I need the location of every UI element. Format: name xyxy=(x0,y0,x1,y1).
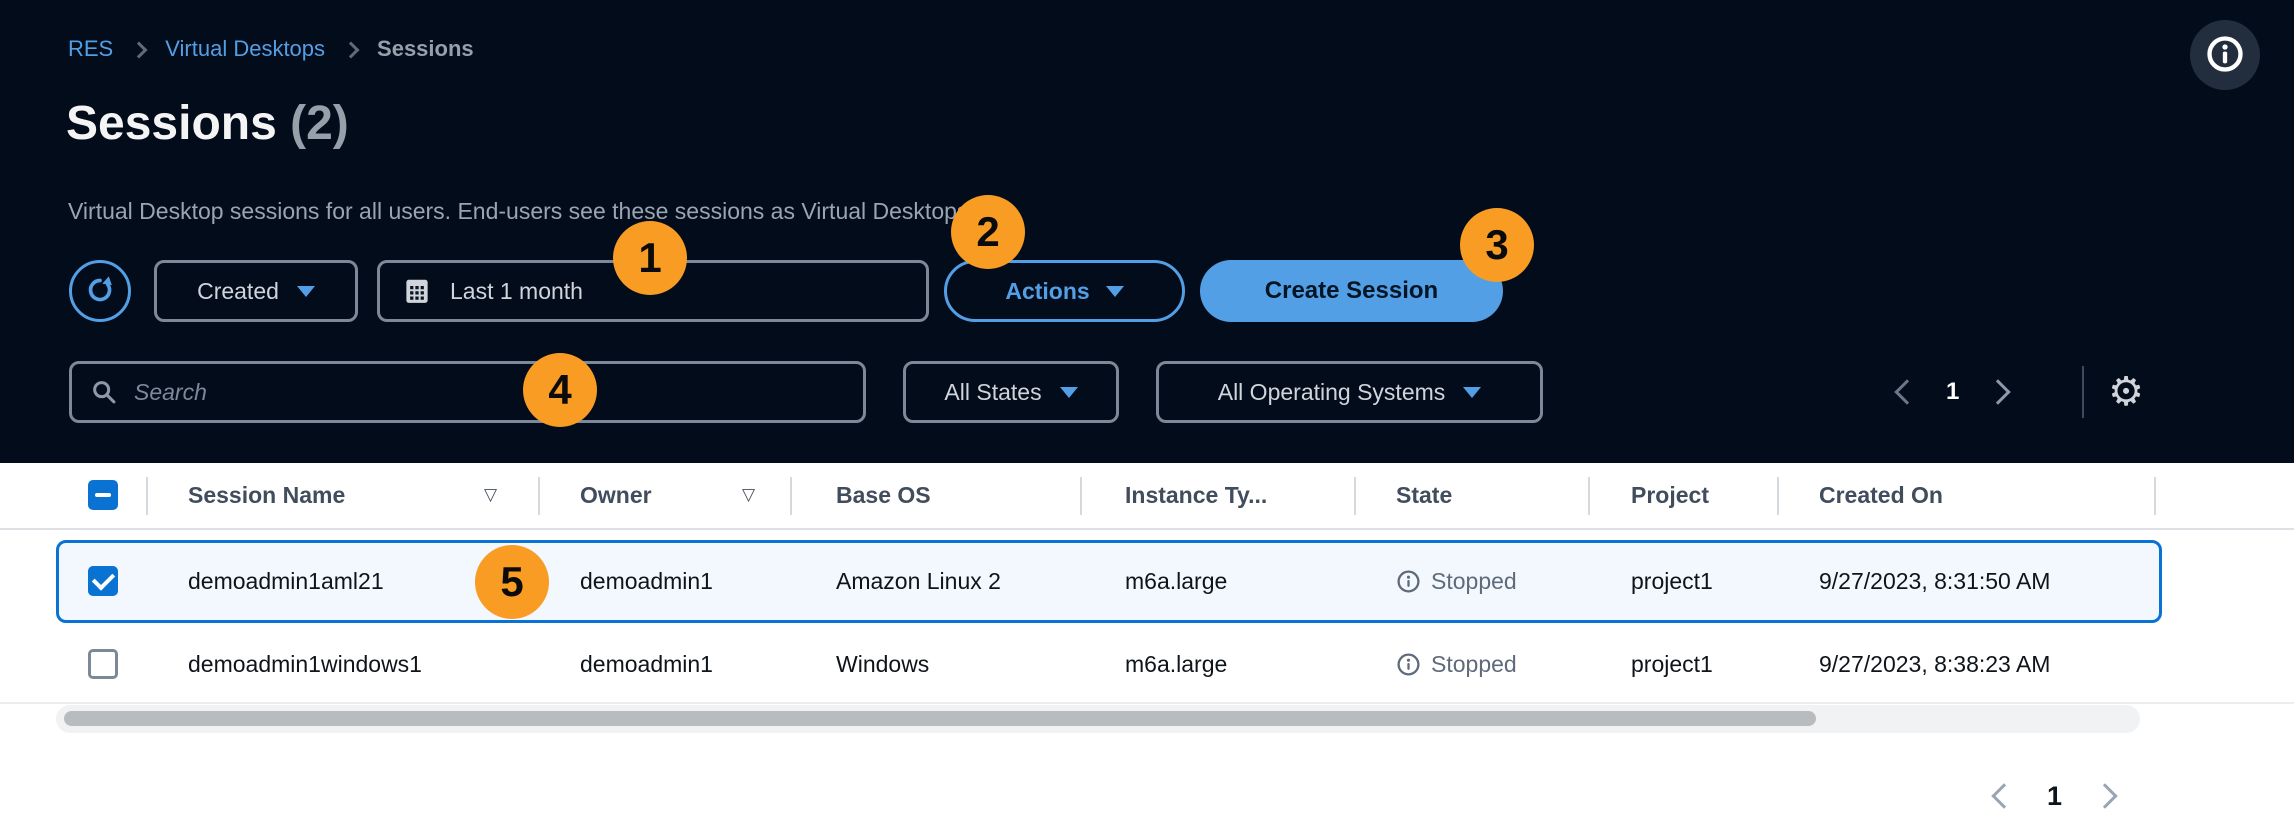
page-title-count: (2) xyxy=(290,97,349,150)
state-filter-select[interactable]: All States xyxy=(903,361,1119,423)
state-text: Stopped xyxy=(1431,651,1517,677)
column-header-base-os: Base OS xyxy=(836,482,931,508)
table-row-selected[interactable] xyxy=(56,540,2162,623)
column-header-state: State xyxy=(1396,482,1453,508)
state-cell: Stopped xyxy=(1396,626,1517,702)
annotation-badge-1: 1 xyxy=(613,221,687,295)
help-info-button[interactable] xyxy=(2190,20,2260,90)
status-info-icon xyxy=(1397,570,1420,593)
column-divider xyxy=(1080,477,1082,515)
annotation-badge-5: 5 xyxy=(475,545,549,619)
create-session-button[interactable]: Create Session xyxy=(1200,260,1503,322)
select-all-checkbox[interactable] xyxy=(88,480,118,510)
column-header-instance-type: Instance Ty... xyxy=(1125,482,1268,508)
toolbar-divider xyxy=(2082,366,2084,418)
breadcrumb-sessions: Sessions xyxy=(377,36,474,61)
chevron-down-icon xyxy=(1105,285,1124,297)
sort-icon[interactable]: ▽ xyxy=(484,485,498,505)
instance-type-cell: m6a.large xyxy=(1125,568,1228,594)
column-divider xyxy=(2154,477,2156,515)
os-filter-select[interactable]: All Operating Systems xyxy=(1156,361,1543,423)
sessions-table-panel: Session Name ▽ Owner ▽ Base OS Instance … xyxy=(0,463,2294,840)
settings-button[interactable]: ⚙ xyxy=(2096,361,2156,423)
group-by-select[interactable]: Created xyxy=(154,260,358,322)
annotation-badge-3: 3 xyxy=(1460,208,1534,282)
column-header-owner[interactable]: Owner xyxy=(580,482,652,508)
search-input[interactable] xyxy=(132,377,863,407)
base-os-cell: Windows xyxy=(836,651,930,677)
column-header-project: Project xyxy=(1631,482,1709,508)
breadcrumb: RES Virtual Desktops Sessions xyxy=(68,36,474,62)
chevron-right-icon xyxy=(130,41,148,58)
gear-icon: ⚙ xyxy=(2108,369,2144,415)
owner-cell: demoadmin1 xyxy=(580,651,713,677)
session-name-link[interactable]: demoadmin1aml21 xyxy=(188,568,384,594)
session-name-link[interactable]: demoadmin1windows1 xyxy=(188,651,422,677)
info-icon xyxy=(2205,34,2245,77)
os-filter-value: All Operating Systems xyxy=(1217,378,1446,405)
group-by-select-value: Created xyxy=(197,277,279,304)
column-divider xyxy=(790,477,792,515)
project-cell: project1 xyxy=(1631,568,1713,594)
refresh-icon xyxy=(83,273,117,310)
refresh-button[interactable] xyxy=(69,260,131,322)
instance-type-cell: m6a.large xyxy=(1125,651,1228,677)
chevron-down-icon xyxy=(1059,386,1078,398)
previous-page-icon[interactable] xyxy=(1894,379,1920,405)
actions-label: Actions xyxy=(1005,277,1090,304)
table-header-row: Session Name ▽ Owner ▽ Base OS Instance … xyxy=(0,463,2294,530)
chevron-down-icon xyxy=(1463,386,1482,398)
owner-cell: demoadmin1 xyxy=(580,568,713,594)
column-divider xyxy=(538,477,540,515)
base-os-cell: Amazon Linux 2 xyxy=(836,568,1001,594)
table-row[interactable] xyxy=(0,626,2294,704)
state-text: Stopped xyxy=(1431,568,1517,594)
column-divider xyxy=(1588,477,1590,515)
next-page-icon[interactable] xyxy=(2092,783,2118,809)
annotation-badge-2: 2 xyxy=(951,195,1025,269)
next-page-icon[interactable] xyxy=(1985,379,2012,405)
status-info-icon xyxy=(1397,652,1420,676)
search-input-wrapper xyxy=(69,361,866,423)
project-cell: project1 xyxy=(1631,651,1713,677)
current-page-number[interactable]: 1 xyxy=(2047,780,2063,811)
sort-icon[interactable]: ▽ xyxy=(742,485,756,505)
calendar-icon xyxy=(402,276,432,306)
previous-page-icon[interactable] xyxy=(1991,783,2017,809)
column-divider xyxy=(146,477,148,515)
current-page-number[interactable]: 1 xyxy=(1946,378,1960,405)
breadcrumb-res[interactable]: RES xyxy=(68,36,114,61)
column-header-session-name[interactable]: Session Name xyxy=(188,482,346,508)
page-title: Sessions (2) xyxy=(66,96,349,152)
created-on-cell: 9/27/2023, 8:31:50 AM xyxy=(1819,568,2051,594)
page-title-text: Sessions xyxy=(66,97,277,150)
horizontal-scrollbar-thumb[interactable] xyxy=(64,711,1816,726)
actions-menu-button[interactable]: Actions xyxy=(944,260,1185,322)
state-cell: Stopped xyxy=(1396,540,1517,623)
chevron-right-icon xyxy=(342,41,360,58)
table-pagination-top: 1 xyxy=(1894,361,2012,423)
annotation-badge-4: 4 xyxy=(523,353,597,427)
created-on-cell: 9/27/2023, 8:38:23 AM xyxy=(1819,651,2051,677)
column-divider xyxy=(1354,477,1356,515)
dark-header-section: RES Virtual Desktops Sessions Sessions (… xyxy=(0,0,2294,463)
indeterminate-icon xyxy=(95,493,111,497)
state-filter-value: All States xyxy=(944,378,1042,405)
column-divider xyxy=(1777,477,1779,515)
date-range-value: Last 1 month xyxy=(450,277,583,304)
chevron-down-icon xyxy=(296,285,315,297)
breadcrumb-virtual-desktops[interactable]: Virtual Desktops xyxy=(165,36,326,61)
search-icon xyxy=(90,378,118,406)
table-pagination-bottom: 1 xyxy=(1991,778,2118,814)
horizontal-scrollbar-track[interactable] xyxy=(56,705,2140,733)
column-header-created-on: Created On xyxy=(1819,482,1943,508)
page-description: Virtual Desktop sessions for all users. … xyxy=(68,198,975,224)
